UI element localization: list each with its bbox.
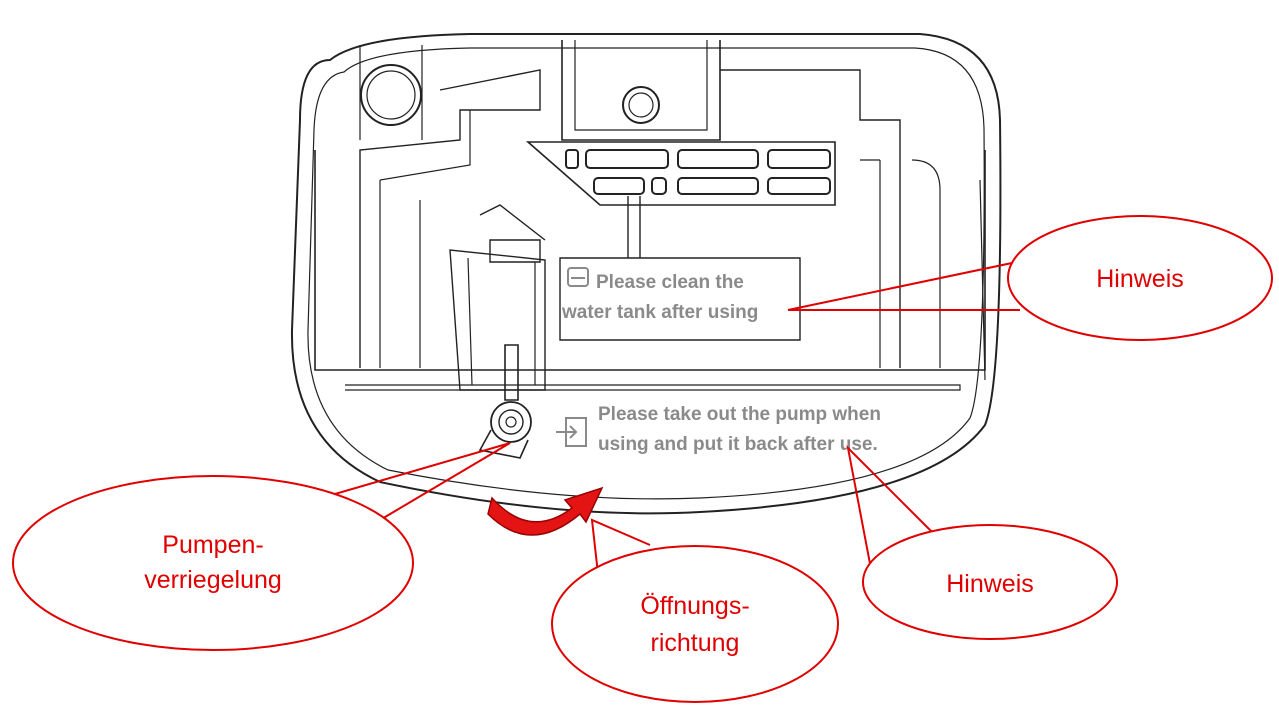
water-tank-icon: [567, 267, 589, 287]
pump-label-line1: Please take out the pump when: [598, 404, 881, 425]
callout-pump-lock: [12, 475, 414, 651]
callout-hint-bottom-label: Hinweis: [946, 570, 1034, 598]
callout-hint-bottom: [862, 524, 1118, 640]
callout-pump-lock-line1: Pumpen-: [162, 531, 263, 559]
callout-hint-top-label: Hinweis: [1096, 265, 1184, 293]
curved-arrow-icon: [487, 486, 604, 536]
pump-remove-icon: [556, 417, 587, 447]
callout-opening-line1: Öffnungs-: [640, 592, 749, 620]
tank-label-line1: Please clean the: [596, 272, 744, 293]
device-body: [290, 33, 1002, 515]
callout-opening-line2: richtung: [651, 629, 740, 657]
tank-label-line2: water tank after using: [561, 302, 758, 323]
callout-hint-top: [1007, 215, 1273, 341]
callout-opening-direction: [551, 545, 839, 703]
pump-label-line2: using and put it back after use.: [598, 434, 878, 455]
callout-pump-lock-line2: verriegelung: [144, 566, 282, 594]
